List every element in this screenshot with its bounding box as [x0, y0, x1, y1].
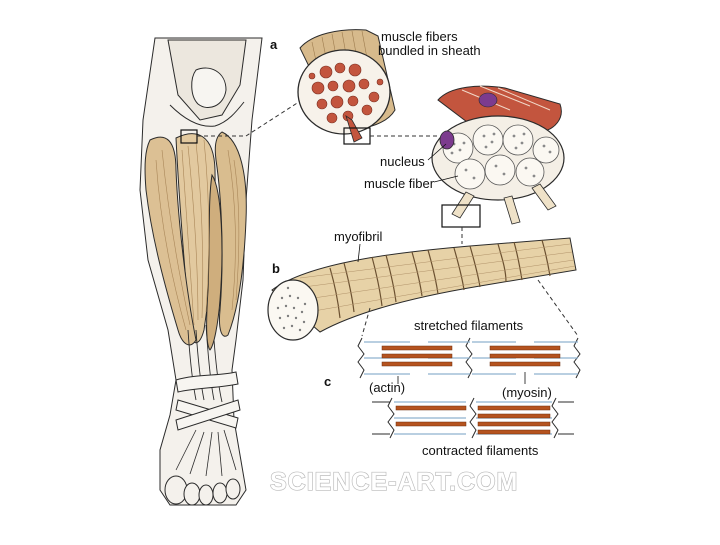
muscle-striations — [155, 139, 240, 331]
fiber-cells — [442, 124, 560, 190]
bundle-emerging-fiber — [345, 115, 363, 143]
fiber-bundle — [297, 29, 396, 145]
connector-leg-to-bundle — [197, 97, 306, 137]
knee-ligament — [169, 101, 245, 127]
fiber-myofibril-dots — [450, 132, 552, 180]
patella — [191, 67, 227, 108]
label-nucleus: nucleus — [380, 154, 425, 169]
myofibril-leader — [357, 243, 361, 263]
myofibril-fine-lines — [295, 243, 576, 313]
bundle-cross-section — [297, 49, 391, 135]
ankle-band-cross-2 — [175, 399, 241, 431]
bundle-fascicles — [308, 62, 384, 124]
label-myosin: (myosin) — [502, 385, 552, 400]
stretched-myosin — [381, 345, 561, 367]
panel-label-c: c — [324, 374, 331, 389]
label-muscle-fibers: muscle fibers — [381, 29, 458, 44]
label-muscle-fiber: muscle fiber — [364, 176, 435, 191]
fiber-protrusion-right — [531, 183, 557, 211]
ankle-band-upper — [175, 371, 239, 393]
muscle-fiber-group — [427, 85, 565, 228]
fiber-top-nucleus — [478, 92, 498, 108]
watermark: SCIENCE-ART.COM — [270, 468, 518, 496]
gastrocnemius-medial — [214, 131, 247, 337]
fiber-nucleus — [439, 130, 455, 150]
contracted-myosin-extra — [477, 413, 551, 435]
shin-tendons — [187, 324, 223, 403]
myofibril — [267, 237, 577, 341]
fiber-protrusion-mid — [503, 195, 521, 225]
myofibril-end-face — [267, 279, 319, 341]
fiber-sample-box — [441, 204, 481, 228]
myofibril-end-dots — [276, 286, 307, 332]
panel-label-a: a — [270, 37, 278, 52]
label-actin: (actin) — [369, 380, 405, 395]
leg-illustration — [139, 37, 263, 506]
contracted-zlines — [387, 397, 559, 439]
stretched-filaments — [357, 337, 581, 384]
toes — [164, 475, 241, 506]
contracted-myosin — [395, 405, 551, 427]
connector-myofibril-to-filaments — [361, 279, 579, 337]
panel-label-b: b — [272, 261, 280, 276]
label-bundled-in-sheath: bundled in sheath — [378, 43, 481, 58]
stretched-myosin-extra — [381, 353, 561, 359]
myofibril-bands — [329, 239, 551, 319]
nucleus-leader — [427, 143, 447, 161]
label-stretched-filaments: stretched filaments — [414, 318, 524, 333]
muscle-fiber-leader — [433, 175, 459, 183]
contracted-ends — [372, 401, 574, 435]
foot-tendons — [175, 429, 237, 477]
label-contracted-filaments: contracted filaments — [422, 443, 539, 458]
contracted-filaments — [372, 397, 574, 439]
label-myofibril: myofibril — [334, 229, 383, 244]
